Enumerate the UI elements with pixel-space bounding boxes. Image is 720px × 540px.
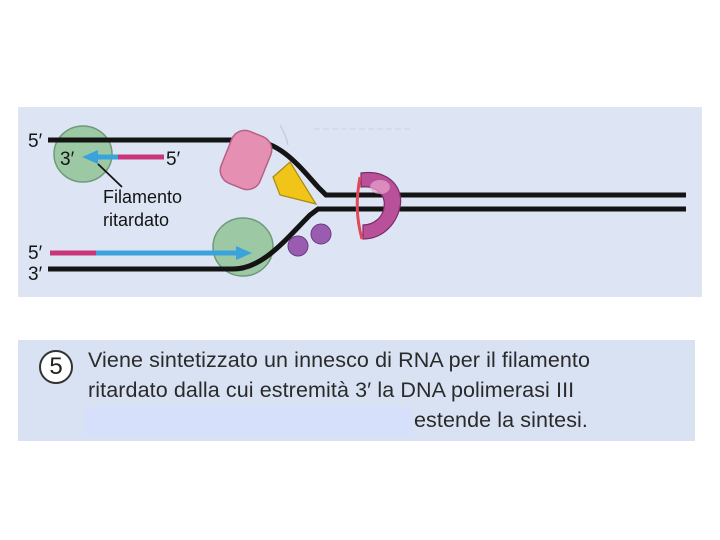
- bottom-5-prime-label: 5′: [28, 243, 43, 264]
- replication-diagram: 5′ 3′ 5′ Filamento ritardato 5′ 3′: [18, 107, 702, 297]
- yellow-enzyme: [272, 161, 318, 205]
- primase-enzyme: [219, 129, 273, 191]
- caption-highlight-block: [84, 406, 412, 436]
- lagging-strand-label-line1: Filamento: [103, 187, 182, 207]
- lagging-label-pointer: [97, 163, 123, 188]
- top-inner-3-prime-label: 3′: [60, 149, 75, 170]
- bottom-3-prime-label: 3′: [28, 264, 43, 285]
- top-5-prime-label: 5′: [28, 131, 43, 152]
- ghost-annotation-line: [279, 124, 289, 146]
- caption-panel: 5 Viene sintetizzato un innesco di RNA p…: [18, 340, 695, 441]
- ssb-protein-1: [310, 223, 332, 245]
- ssb-protein-2: [287, 235, 309, 257]
- caption-line-2: ritardato dalla cui estremità 3′ la DNA …: [88, 378, 575, 402]
- top-new-strand-arrow: [82, 150, 98, 164]
- replication-fork-svg: 5′ 3′ 5′ Filamento ritardato 5′ 3′: [28, 124, 686, 285]
- lagging-strand-label-line2: ritardato: [103, 210, 169, 230]
- bottom-new-strand-arrow: [236, 246, 252, 260]
- top-inner-5-prime-label: 5′: [166, 149, 181, 170]
- step-number-badge: 5: [39, 350, 73, 384]
- bottom-dna-strand: [48, 206, 686, 272]
- caption-line-1: Viene sintetizzato un innesco di RNA per…: [88, 348, 591, 372]
- helicase-enzyme: [355, 171, 402, 240]
- caption-line-3: estende la sintesi.: [414, 408, 589, 432]
